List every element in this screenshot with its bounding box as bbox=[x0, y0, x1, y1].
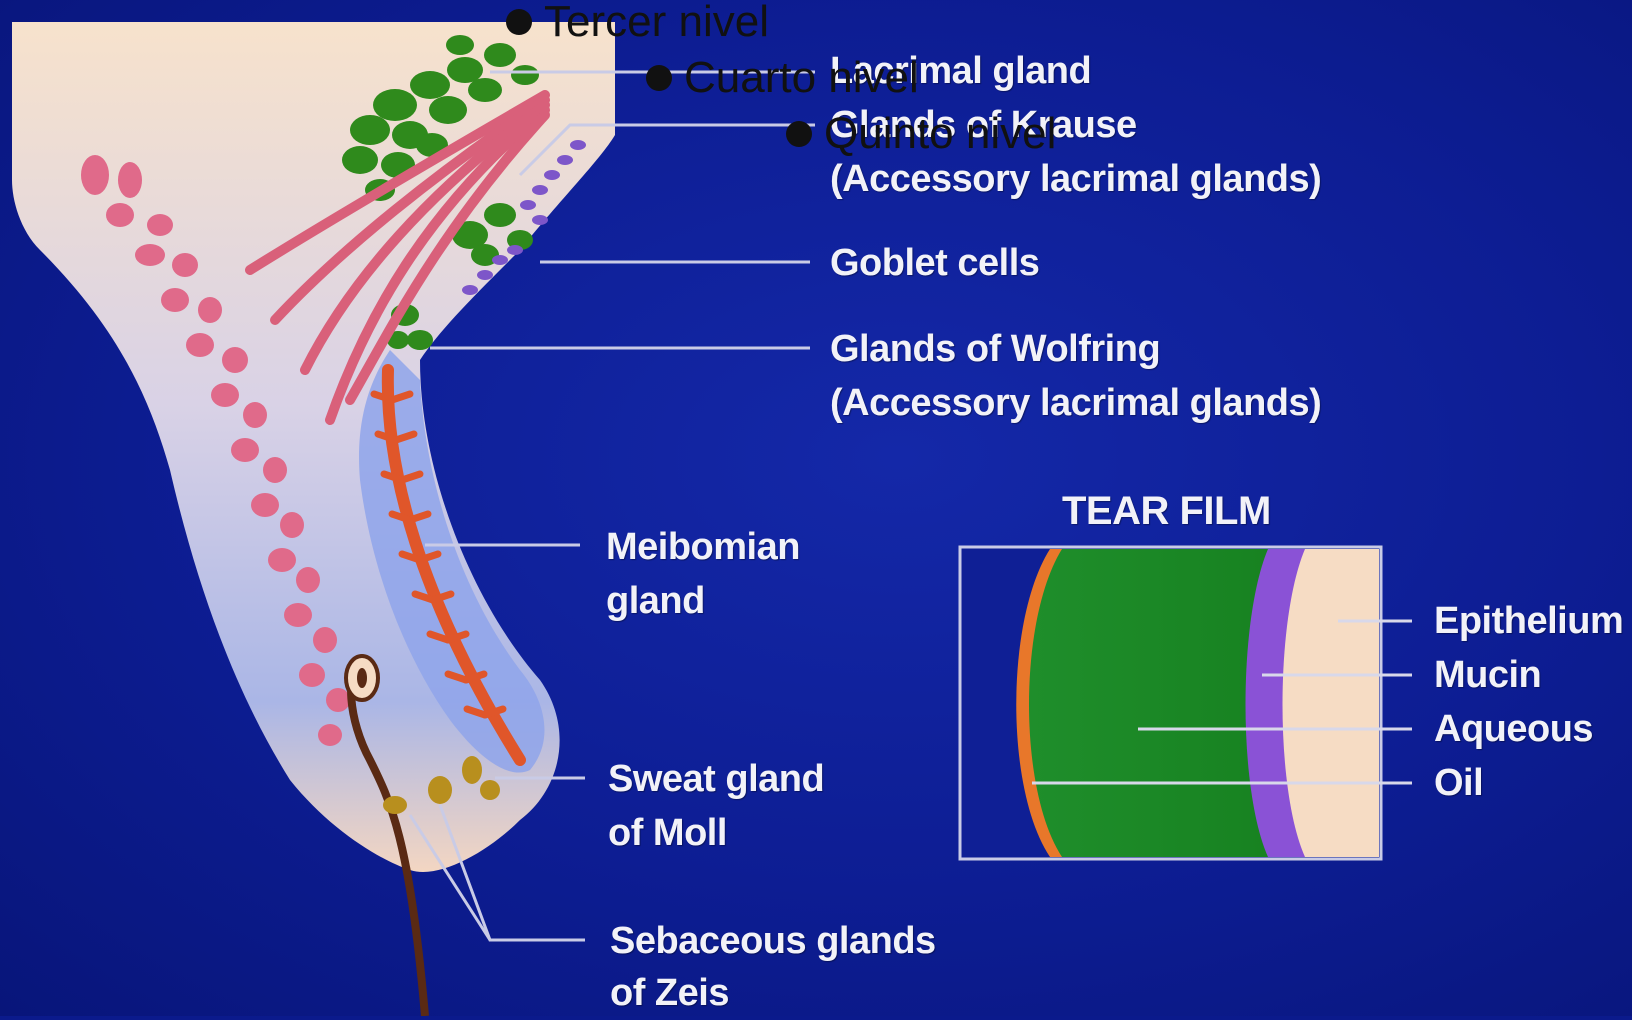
overlay-bullet-level-5: Quinto nivel bbox=[786, 112, 1056, 156]
overlay-level-text: Quinto nivel bbox=[824, 112, 1056, 156]
bullet-dot-icon bbox=[506, 9, 532, 35]
label-wolfring-accessory: (Accessory lacrimal glands) bbox=[830, 376, 1321, 430]
tear-film-title: TEAR FILM bbox=[1062, 484, 1271, 538]
tear-film-layer-mucin: Mucin bbox=[1434, 648, 1541, 702]
tear-film-layer-oil: Oil bbox=[1434, 756, 1483, 810]
overlay-level-text: Tercer nivel bbox=[544, 0, 769, 44]
tear-film-layer-aqueous: Aqueous bbox=[1434, 702, 1593, 756]
label-zeis-line2: of Zeis bbox=[610, 966, 729, 1020]
label-goblet-cells: Goblet cells bbox=[830, 236, 1039, 290]
overlay-bullet-level-3: Tercer nivel bbox=[506, 0, 769, 44]
tear-film-inset bbox=[960, 547, 1412, 859]
bullet-dot-icon bbox=[646, 65, 672, 91]
label-meibomian-line1: Meibomian bbox=[606, 520, 800, 574]
label-krause-accessory: (Accessory lacrimal glands) bbox=[830, 152, 1321, 206]
bullet-dot-icon bbox=[786, 121, 812, 147]
label-glands-of-wolfring: Glands of Wolfring bbox=[830, 322, 1160, 376]
label-meibomian-line2: gland bbox=[606, 574, 705, 628]
label-zeis-line1: Sebaceous glands bbox=[610, 914, 936, 968]
label-moll-line2: of Moll bbox=[608, 806, 727, 860]
overlay-level-text: Cuarto nivel bbox=[684, 56, 919, 100]
label-moll-line1: Sweat gland bbox=[608, 752, 824, 806]
overlay-bullet-level-4: Cuarto nivel bbox=[646, 56, 919, 100]
tear-film-layer-epithelium: Epithelium bbox=[1434, 594, 1623, 648]
